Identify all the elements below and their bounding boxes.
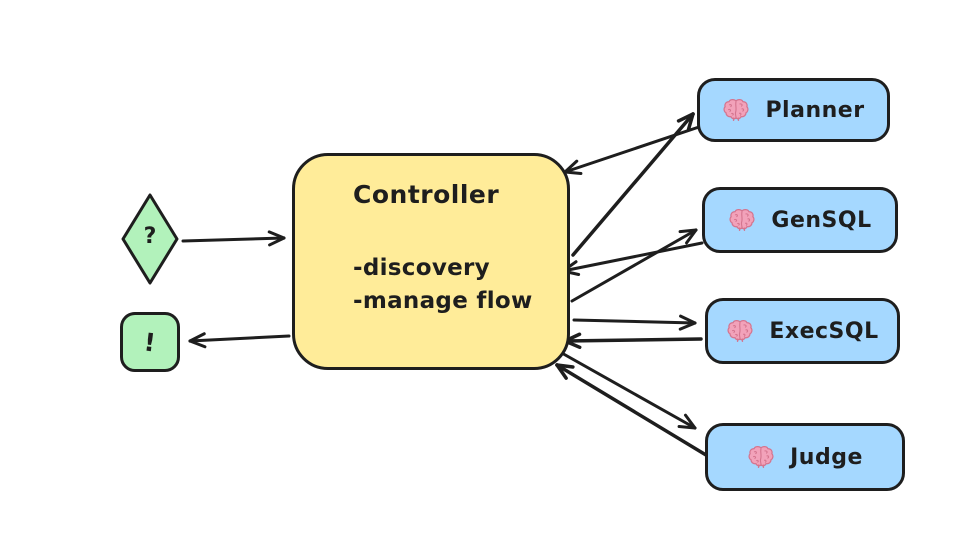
- controller-bullet-discovery: -discovery: [353, 255, 490, 281]
- edge-gensql-to-controller: [561, 241, 704, 277]
- edge-planner-to-controller: [563, 125, 701, 176]
- brain-icon: [729, 208, 755, 231]
- edge-judge-to-controller: [555, 363, 708, 457]
- edge-execsql-to-controller: [563, 332, 703, 350]
- controller-bullets: -discovery -manage flow: [353, 252, 549, 318]
- edge-controller-to-output: [188, 332, 291, 349]
- brain-icon: [727, 319, 753, 342]
- agent-label: ExecSQL: [769, 318, 879, 344]
- output-bang-label: !: [142, 326, 158, 358]
- agent-node-planner: Planner: [697, 78, 890, 142]
- edge-controller-to-execsql: [572, 314, 697, 331]
- agent-node-execsql: ExecSQL: [705, 298, 900, 364]
- agent-label: Planner: [765, 97, 865, 123]
- brain-icon: [723, 98, 749, 121]
- agent-label: GenSQL: [771, 207, 872, 233]
- edge-input-to-controller: [181, 230, 286, 247]
- edge-controller-to-planner: [571, 112, 695, 257]
- agent-label: Judge: [790, 444, 863, 470]
- edge-controller-to-gensql: [570, 228, 698, 303]
- input-diamond: [121, 193, 179, 285]
- agent-node-gensql: GenSQL: [702, 187, 898, 253]
- output-node: !: [120, 312, 180, 372]
- brain-icon: [748, 445, 774, 468]
- controller-title: Controller: [353, 180, 500, 209]
- edge-controller-to-judge: [558, 350, 697, 430]
- controller-node: Controller -discovery -manage flow: [292, 153, 570, 370]
- agent-node-judge: Judge: [705, 423, 905, 491]
- controller-bullet-manage-flow: -manage flow: [353, 288, 533, 314]
